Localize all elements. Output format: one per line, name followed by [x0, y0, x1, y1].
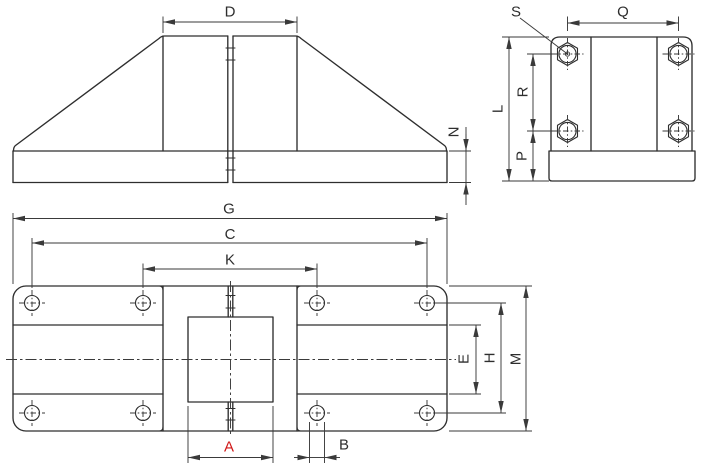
dimension-R: R — [514, 53, 551, 132]
dimension-M: M — [449, 285, 532, 432]
dimension-N: N — [445, 127, 471, 205]
dimension-Q: Q — [567, 3, 679, 31]
side-base-strip — [548, 150, 696, 182]
dimension-S: S — [511, 3, 571, 57]
dimension-B: B — [294, 422, 349, 463]
dim-label-l: L — [489, 105, 506, 113]
dim-label-n: N — [445, 127, 462, 138]
side-view: S Q L R P — [489, 3, 696, 182]
dim-label-e: E — [455, 354, 472, 364]
leader-line — [519, 17, 568, 55]
dim-label-k: K — [225, 251, 235, 268]
dimension-A: A — [187, 406, 274, 463]
hex-bolt — [661, 37, 696, 71]
mounting-hole — [18, 399, 46, 427]
fillet — [296, 285, 302, 291]
mounting-hole — [129, 289, 157, 317]
dim-label-g: G — [223, 200, 235, 217]
dimension-G: G — [12, 200, 448, 284]
front-view: D N — [12, 3, 471, 205]
dim-label-b: B — [339, 436, 349, 453]
dimension-L: L — [489, 36, 549, 182]
dim-label-p: P — [513, 151, 530, 161]
dim-label-s: S — [511, 3, 521, 20]
mounting-hole — [18, 289, 46, 317]
mounting-hole — [303, 289, 331, 317]
mounting-hole — [129, 399, 157, 427]
dimension-E: E — [449, 324, 481, 395]
leader-dot — [564, 51, 571, 57]
dim-label-a: A — [224, 438, 234, 455]
dim-label-r: R — [514, 86, 531, 97]
dim-label-c: C — [225, 226, 236, 243]
hex-bolt — [661, 114, 696, 148]
dim-label-q: Q — [617, 3, 629, 20]
front-right-wing-outline — [232, 35, 448, 152]
dim-label-m: M — [507, 353, 524, 366]
dimension-P: P — [513, 131, 536, 181]
fillet — [296, 426, 302, 432]
hex-bolt — [550, 114, 585, 148]
dimension-D: D — [162, 3, 298, 33]
dimension-K: K — [142, 251, 318, 288]
front-left-wing-outline — [12, 35, 229, 152]
dim-label-d: D — [225, 3, 236, 20]
plan-plate-outline — [12, 285, 448, 432]
plan-view: G C K M H E — [6, 200, 532, 463]
dimension-C: C — [31, 226, 428, 288]
mounting-hole — [303, 399, 331, 427]
dimension-H: H — [435, 302, 506, 414]
dim-label-h: H — [481, 353, 498, 364]
fillet — [158, 285, 164, 291]
fillet — [158, 426, 164, 432]
